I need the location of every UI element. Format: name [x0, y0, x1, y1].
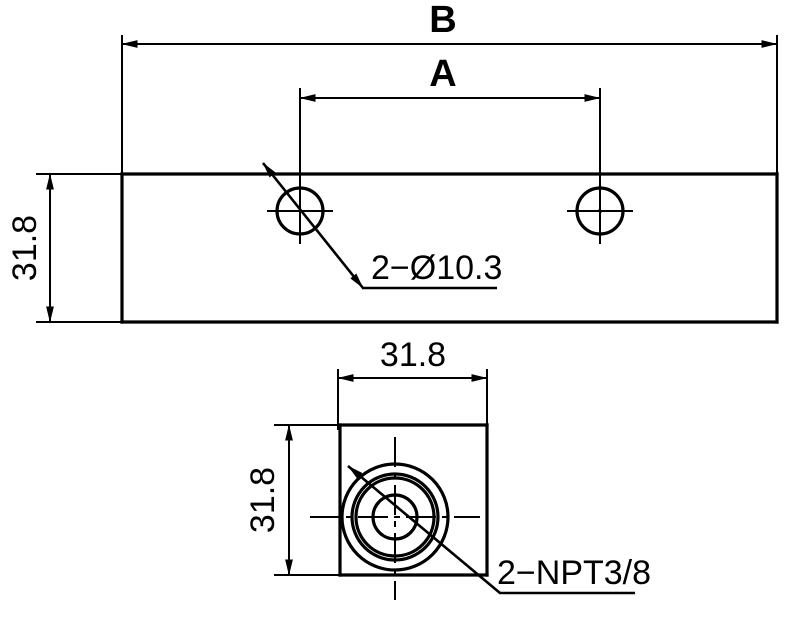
note-hole-callout: 2−Ø10.3 [371, 249, 502, 287]
leader-line-hole-callout-slant [261, 162, 365, 289]
dim-label-boss-width: 31.8 [380, 336, 446, 374]
dim-label-b: B [429, 0, 456, 41]
dim-label-a: A [429, 53, 456, 95]
dim-label-plate-height: 31.8 [6, 215, 44, 281]
leader-line-thread-callout-slant [347, 465, 501, 594]
center-dot-right-hole [597, 208, 603, 214]
note-thread-callout: 2−NPT3/8 [497, 554, 651, 592]
top-view-group: B A 31.8 [6, 0, 779, 324]
dim-label-boss-height: 31.8 [244, 467, 282, 533]
section-view-group: 31.8 31.8 2−NPT3/8 [244, 336, 651, 600]
